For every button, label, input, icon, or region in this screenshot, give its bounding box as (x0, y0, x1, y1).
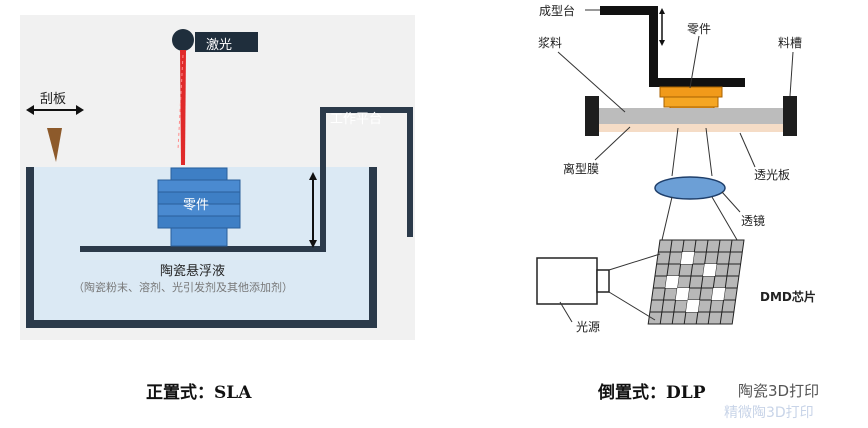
vat-bottom-wall (26, 320, 377, 328)
light-source-nozzle (596, 269, 610, 293)
build-stage-arm-vertical (649, 6, 658, 86)
vat-right-wall (369, 167, 377, 328)
build-platform-plate (80, 246, 326, 252)
stage-arrowhead-down (659, 40, 665, 46)
projection-ray (661, 196, 673, 241)
slurry-material-label: 浆料 (538, 36, 563, 50)
leader-line-tank (789, 51, 794, 97)
scraper-arrowhead-right (76, 105, 84, 115)
leader-line-window (739, 132, 756, 168)
laser-label: 激光 (206, 38, 233, 53)
build-platform-arm-right (407, 107, 413, 237)
projection-ray (671, 127, 679, 177)
vat-left-wall (26, 167, 34, 328)
light-ray (608, 253, 661, 271)
build-platform-arm-top (320, 107, 412, 113)
lens-icon (654, 176, 726, 200)
scraper-label: 刮板 (40, 92, 67, 107)
laser-beam-scatter (177, 54, 184, 151)
dmd-chip-label: DMD芯片 (760, 290, 816, 304)
watermark: 陶瓷3D打印 (736, 380, 822, 401)
leader-line-light-source (559, 301, 573, 323)
dlp-part-layer (659, 86, 723, 98)
build-stage-arm-top (600, 6, 658, 15)
lens-label: 透镜 (741, 214, 766, 228)
leader-line-slurry (557, 51, 626, 113)
window-plate-label: 透光板 (754, 168, 791, 182)
tank-label: 料槽 (778, 36, 803, 50)
leader-line-part (689, 35, 700, 89)
platform-motion-arrowhead-up (309, 172, 317, 180)
watermark-faded: 精微陶3D打印 (724, 405, 814, 421)
scraper-blade (47, 128, 62, 162)
leader-line-lens (721, 191, 741, 213)
transparent-plate (598, 124, 784, 132)
scraper-arrowhead-left (26, 105, 34, 115)
slurry-label: 陶瓷悬浮液 (160, 264, 226, 279)
dlp-part-layer (663, 96, 719, 108)
dlp-caption: 倒置式：DLP (598, 383, 706, 403)
part-layer (170, 227, 228, 247)
laser-source-icon (172, 29, 194, 51)
projection-ray (711, 196, 741, 246)
dlp-part-label: 零件 (687, 22, 712, 36)
release-film-label: 离型膜 (563, 162, 600, 176)
stage-arrowhead-up (659, 8, 665, 14)
tank-right-wall (783, 96, 797, 136)
sla-part-label: 零件 (183, 198, 210, 213)
sla-caption: 正置式：SLA (146, 383, 252, 403)
dmd-chip-grid (647, 239, 745, 325)
work-platform-label: 工作平台 (330, 112, 383, 127)
light-source-label: 光源 (576, 320, 601, 334)
leader-line-release-film (594, 126, 631, 161)
slurry-detail: （陶瓷粉末、溶剂、光引发剂及其他添加剂） (73, 281, 293, 294)
tank-slurry (598, 108, 784, 124)
tank-left-wall (585, 96, 599, 136)
build-platform-arm-vertical (320, 113, 326, 252)
platform-motion-arrowhead-down (309, 240, 317, 248)
build-stage-label: 成型台 (539, 4, 576, 18)
laser-beam (180, 50, 186, 165)
light-source-box (536, 257, 598, 305)
light-ray (608, 291, 656, 321)
laser-label-box (195, 32, 258, 52)
projection-ray (705, 127, 713, 177)
build-stage-arm-bottom (649, 78, 745, 87)
